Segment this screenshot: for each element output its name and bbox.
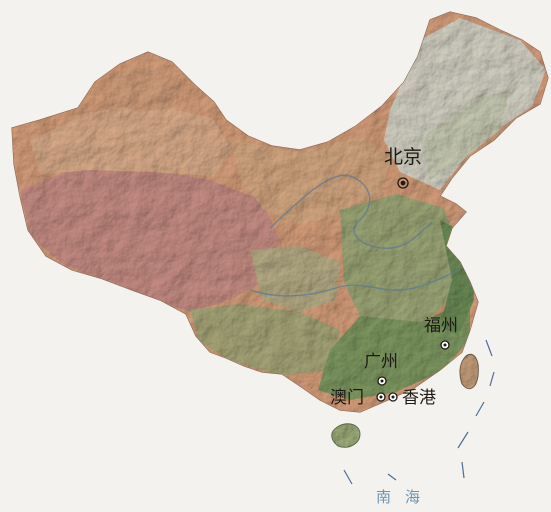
city-label-hongkong: 香港 [402, 388, 436, 408]
plateau-region [20, 168, 280, 312]
city-marker-guangzhou [377, 376, 387, 386]
city-marker-hongkong [388, 392, 398, 402]
plain-region [340, 194, 460, 330]
city-marker-fuzhou [440, 340, 450, 350]
city-label-macau: 澳门 [330, 388, 364, 408]
city-label-beijing: 北京 [384, 146, 423, 168]
taiwan-island [459, 353, 479, 390]
hainan-island [331, 423, 361, 448]
sea-label-south-china-sea: 南海 [376, 488, 435, 506]
city-label-fuzhou: 福州 [424, 316, 458, 336]
city-label-guangzhou: 广州 [364, 352, 398, 372]
maritime-boundary [343, 339, 495, 485]
capital-marker-beijing [397, 177, 409, 189]
lowland-region [318, 300, 470, 400]
basin-region [30, 104, 232, 176]
river-yangtze [249, 269, 461, 297]
river-yellow [269, 174, 433, 249]
city-marker-macau [376, 392, 386, 402]
